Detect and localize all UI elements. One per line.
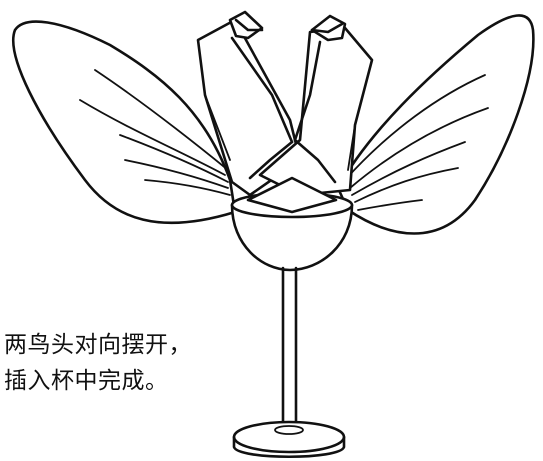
cup — [230, 176, 354, 272]
left-wing-vein-1 — [94, 69, 229, 171]
right-wing-vein-5 — [357, 199, 423, 211]
right-wing-vein-4 — [354, 167, 459, 203]
right-wing-vein-1 — [344, 74, 486, 181]
right-bird-head — [310, 14, 347, 42]
cup-stem — [281, 266, 298, 430]
instruction-caption: 两鸟头对向摆开， 插入杯中完成。 — [4, 327, 266, 399]
left-wing-vein-5 — [144, 179, 231, 196]
right-wing-vein-2 — [349, 107, 489, 189]
caption-line-2: 插入杯中完成。 — [4, 368, 169, 394]
left-wing — [12, 20, 237, 225]
left-wing-vein-4 — [124, 159, 229, 189]
cup-base — [232, 420, 346, 459]
right-wing — [336, 14, 535, 235]
left-wing-vein-3 — [119, 134, 229, 183]
left-bird-head — [228, 10, 264, 40]
folded-body — [196, 18, 374, 197]
left-wing-vein-2 — [79, 99, 226, 176]
right-wing-vein-3 — [351, 141, 466, 196]
caption-line-1: 两鸟头对向摆开， — [4, 332, 192, 358]
